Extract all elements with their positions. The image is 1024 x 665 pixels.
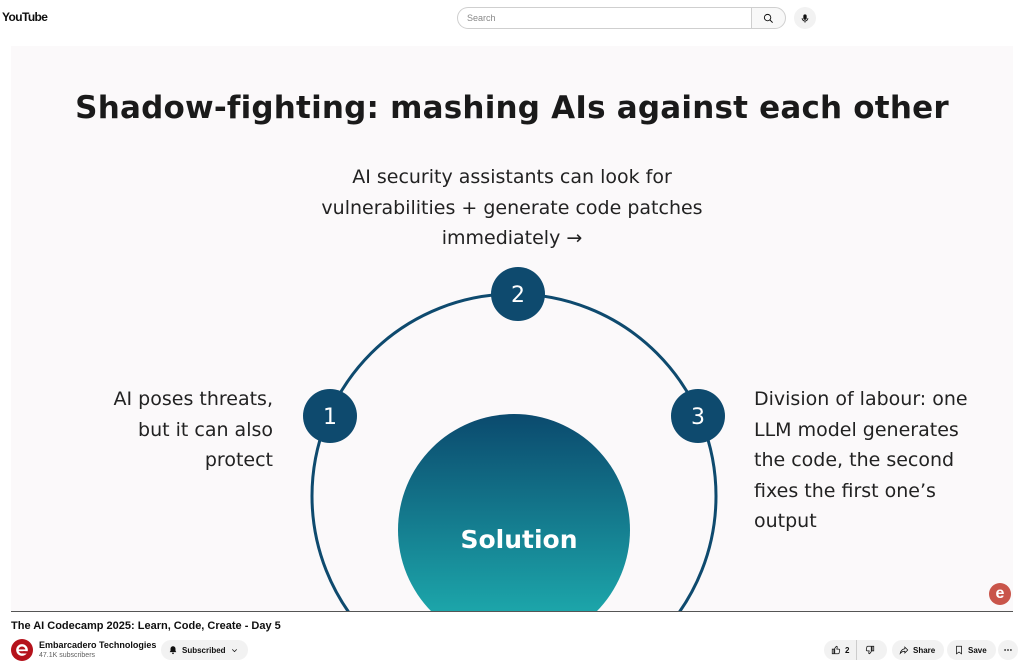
step-1-line: protect [204,449,273,471]
thumbs-up-icon [831,645,841,655]
step-node-1-label: 1 [323,405,337,430]
thumbs-down-icon [866,645,875,655]
share-icon [899,646,909,655]
save-label: Save [968,645,987,655]
step-node-3: 3 [671,389,725,443]
step-3-text: Division of labour: one LLM model genera… [754,384,1004,537]
step-1-line: but it can also [138,418,273,441]
step-2-line: vulnerabilities + generate code patches [321,196,703,219]
slide-title: Shadow-fighting: mashing AIs against eac… [75,90,949,126]
like-count: 2 [845,645,850,655]
more-icon [1004,649,1012,651]
top-bar: YouTube [0,0,1024,36]
step-2-text: AI security assistants can look for vuln… [262,162,762,254]
bookmark-icon [956,645,962,655]
step-node-1: 1 [303,389,357,443]
more-actions-button[interactable] [998,640,1018,660]
share-label: Share [913,645,936,655]
like-dislike-group: 2 [824,640,887,660]
step-2-line: AI security assistants can look for [352,166,672,188]
step-node-2-label: 2 [511,283,525,308]
search-button[interactable] [751,7,786,29]
subscriber-count: 47.1K subscribers [39,652,96,659]
like-button[interactable]: 2 [824,640,858,660]
step-2-line: immediately → [441,227,583,249]
step-node-2: 2 [491,267,545,321]
subscribed-button[interactable]: Subscribed [161,640,248,660]
search-icon [763,13,773,23]
slide-diagram: Solution 1 2 3 [303,267,725,612]
dislike-button[interactable] [857,640,883,660]
youtube-logo[interactable]: YouTube [2,10,48,24]
step-3-line: fixes the first one’s [754,479,936,502]
step-3-line: LLM model generates [754,418,959,441]
channel-watermark[interactable]: e [989,583,1011,605]
step-3-line: Division of labour: one [754,388,968,410]
channel-avatar[interactable] [11,639,33,661]
video-player[interactable]: Solution 1 2 3 Shadow-fighting: mashing … [11,46,1013,612]
mic-icon [801,13,809,23]
save-button[interactable]: Save [947,640,996,660]
video-title: The AI Codecamp 2025: Learn, Code, Creat… [11,620,281,632]
search-input[interactable] [457,7,751,29]
video-progress-bar[interactable] [11,611,1013,612]
step-3-line: the code, the second [754,449,955,471]
bell-icon [169,646,177,655]
share-button[interactable]: Share [892,640,945,660]
channel-logo-icon [16,644,28,656]
search-box [457,7,786,29]
solution-label: Solution [460,525,577,554]
step-3-line: output [754,510,817,532]
channel-name[interactable]: Embarcadero Technologies [39,640,157,650]
chevron-down-icon [231,648,237,652]
subscribed-label: Subscribed [182,645,226,655]
step-1-line: AI poses threats, [113,388,273,410]
step-1-text: AI poses threats, but it can also protec… [51,384,273,476]
step-node-3-label: 3 [691,405,705,430]
voice-search-button[interactable] [794,7,816,29]
solution-circle [398,414,630,612]
